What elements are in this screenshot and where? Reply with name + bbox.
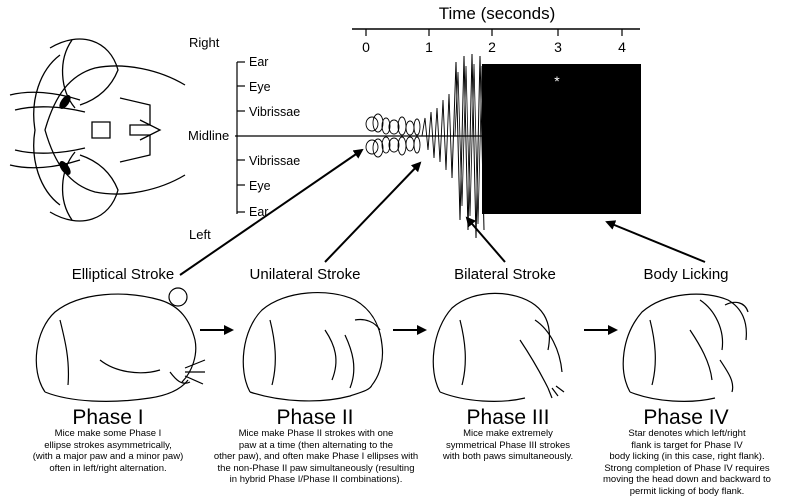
phase-4-caption: Star denotes which left/right flank is t… [603,428,771,497]
label-ear-upper: Ear [249,55,268,69]
body-licking-block [482,64,641,214]
label-vibrissae-lower: Vibrissae [249,154,300,168]
label-vibrissae-upper: Vibrissae [249,105,300,119]
time-tick-4: 4 [618,39,626,55]
time-axis-title: Time (seconds) [439,4,556,23]
stroke-label-unilateral: Unilateral Stroke [250,266,361,283]
right-eye-icon [59,95,71,109]
time-axis-ticks [365,29,623,36]
label-left: Left [189,227,211,242]
label-midline: Midline [188,128,229,143]
mouse-phase-3-illustration [432,292,565,402]
body-licking-callout-arrow [605,220,706,263]
mouse-phase-1-illustration [35,287,206,402]
time-tick-2: 2 [488,39,496,55]
label-eye-lower: Eye [249,179,271,193]
target-flank-star: * [554,73,560,89]
elliptical-stroke-trace [365,113,421,158]
phase-2-title: Phase II [276,406,353,429]
phase-3-title: Phase III [467,406,550,429]
stroke-label-elliptical: Elliptical Stroke [72,266,175,283]
unilateral-callout-arrow [324,161,422,263]
body-part-scale [236,61,245,214]
stroke-label-bilateral: Bilateral Stroke [454,266,556,283]
time-tick-3: 3 [554,39,562,55]
elliptical-callout-arrow [179,148,364,276]
bilateral-stroke-trace-inner [454,63,483,225]
phase-1-caption: Mice make some Phase I ellipse strokes a… [32,428,184,474]
phase-2-caption: Mice make Phase II strokes with one paw … [213,428,419,485]
left-eye-icon [59,161,71,175]
mouse-head-illustration [9,38,186,222]
phase-3-caption: Mice make extremely symmetrical Phase II… [442,428,574,462]
phase-1-title: Phase I [72,406,143,429]
label-ear-lower: Ear [249,205,268,219]
mouse-phase-2-illustration [242,292,384,402]
label-right: Right [189,35,220,50]
unilateral-stroke-trace [421,93,453,179]
bilateral-stroke-trace-outer [451,53,485,239]
stroke-label-body-licking: Body Licking [643,266,728,283]
time-tick-1: 1 [425,39,433,55]
phase-4-title: Phase IV [643,406,728,429]
time-tick-0: 0 [362,39,370,55]
callout-arrows [179,148,706,276]
label-eye-upper: Eye [249,80,271,94]
mouse-phase-4-illustration [622,293,749,402]
bilateral-callout-arrow [465,216,506,263]
